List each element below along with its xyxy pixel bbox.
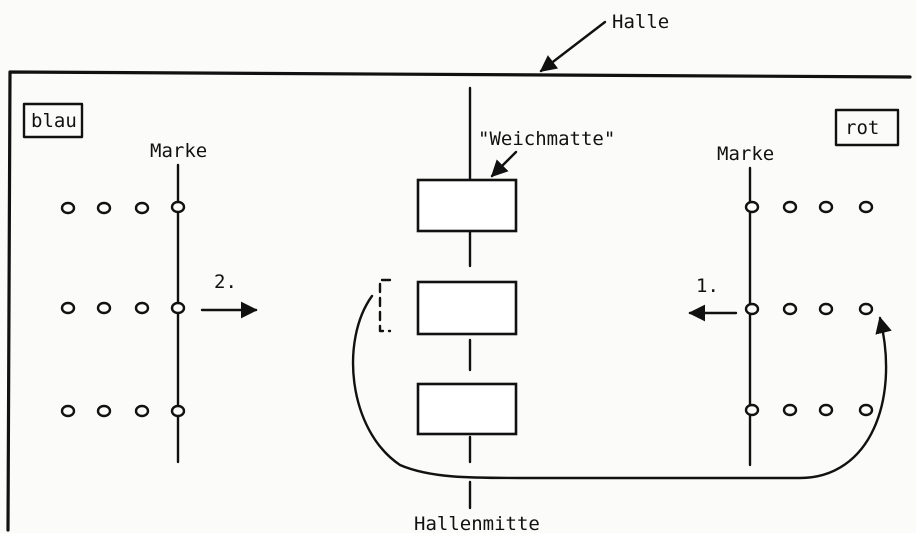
player-blue xyxy=(60,404,76,418)
hall-label: Halle xyxy=(612,11,669,33)
hall-center-label: Hallenmitte xyxy=(414,513,540,533)
player-blue xyxy=(170,200,186,214)
player-blue xyxy=(170,301,186,315)
mat-position-bracket xyxy=(378,278,392,333)
soft-mat-bottom xyxy=(416,382,518,436)
team-blue-label: blau xyxy=(31,110,77,132)
player-red xyxy=(858,302,874,316)
player-blue xyxy=(60,301,76,315)
marker-left-label: Marke xyxy=(150,140,207,162)
player-blue xyxy=(170,404,186,418)
player-blue xyxy=(96,201,112,215)
soft-mat-middle xyxy=(416,280,518,336)
step-1-label: 1. xyxy=(696,275,719,297)
player-red xyxy=(858,403,874,417)
player-red xyxy=(818,302,834,316)
soft-mat-pointer-arrow xyxy=(490,150,518,178)
player-red xyxy=(818,403,834,417)
player-red xyxy=(744,200,760,214)
player-red xyxy=(782,302,798,316)
soft-mat-label: "Weichmatte" xyxy=(478,128,615,150)
team-red-players xyxy=(744,200,874,417)
player-blue xyxy=(134,201,150,215)
player-red xyxy=(782,403,798,417)
hall-outline xyxy=(6,70,912,532)
player-blue xyxy=(96,404,112,418)
player-red xyxy=(782,200,798,214)
team-red-box xyxy=(834,108,900,147)
team-blue-box xyxy=(22,102,84,139)
team-blue-players xyxy=(60,200,186,418)
team-red-label: rot xyxy=(845,117,879,139)
soft-mat-top xyxy=(416,178,518,233)
marker-right-label: Marke xyxy=(717,143,774,165)
return-path-arrow xyxy=(351,294,892,480)
player-blue xyxy=(134,404,150,418)
player-blue xyxy=(134,301,150,315)
player-red xyxy=(818,200,834,214)
player-red xyxy=(744,302,760,316)
step-2-label: 2. xyxy=(214,271,237,293)
player-blue xyxy=(96,301,112,315)
hall-pointer-arrow xyxy=(539,20,607,73)
player-red xyxy=(858,200,874,214)
player-red xyxy=(744,403,760,417)
player-blue xyxy=(60,201,76,215)
